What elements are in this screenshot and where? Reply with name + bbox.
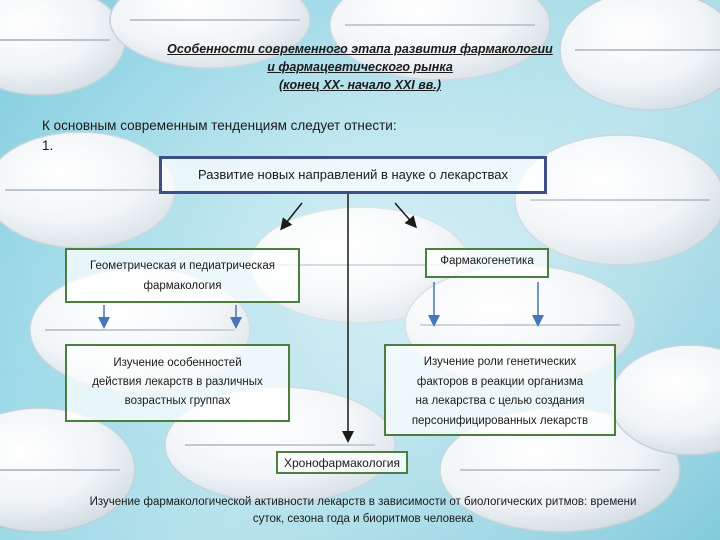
intro-line: К основным современным тенденциям следуе…: [42, 116, 642, 136]
title-line-3: (конец XX- начало XXI вв.): [120, 76, 600, 94]
slide-title: Особенности современного этапа развития …: [120, 40, 600, 94]
genetic-line-3: на лекарства с целью создания: [390, 392, 610, 412]
intro-text: К основным современным тенденциям следуе…: [42, 116, 642, 156]
geometric-line-1: Геометрическая и педиатрическая: [71, 256, 294, 276]
title-line-1: Особенности современного этапа развития …: [120, 40, 600, 58]
genetic-line-4: персонифицированных лекарств: [390, 412, 610, 432]
chronopharmacology-label: Хронофармакология: [284, 456, 400, 470]
genetic-factors-box: Изучение роли генетических факторов в ре…: [384, 344, 616, 436]
pharmacogenetics-box: Фармакогенетика: [425, 248, 549, 278]
genetic-line-2: факторов в реакции организма: [390, 373, 610, 393]
chronopharmacology-box: Хронофармакология: [276, 451, 408, 474]
intro-number: 1.: [42, 136, 642, 156]
age-groups-box: Изучение особенностей действия лекарств …: [65, 344, 290, 422]
new-directions-box: Развитие новых направлений в науке о лек…: [159, 156, 547, 194]
geometric-pediatric-box: Геометрическая и педиатрическая фармакол…: [65, 248, 300, 303]
pharmacogenetics-label: Фармакогенетика: [440, 255, 533, 267]
title-line-2: и фармацевтического рынка: [120, 58, 600, 76]
chronopharmacology-description: Изучение фармакологической активности ле…: [50, 494, 676, 528]
bottom-line-2: суток, сезона года и биоритмов человека: [50, 511, 676, 528]
geometric-line-2: фармакология: [71, 276, 294, 296]
bottom-line-1: Изучение фармакологической активности ле…: [50, 494, 676, 511]
age-line-2: действия лекарств в различных: [71, 373, 284, 392]
age-line-1: Изучение особенностей: [71, 354, 284, 373]
genetic-line-1: Изучение роли генетических: [390, 353, 610, 373]
new-directions-label: Развитие новых направлений в науке о лек…: [198, 167, 508, 182]
age-line-3: возрастных группах: [71, 392, 284, 411]
